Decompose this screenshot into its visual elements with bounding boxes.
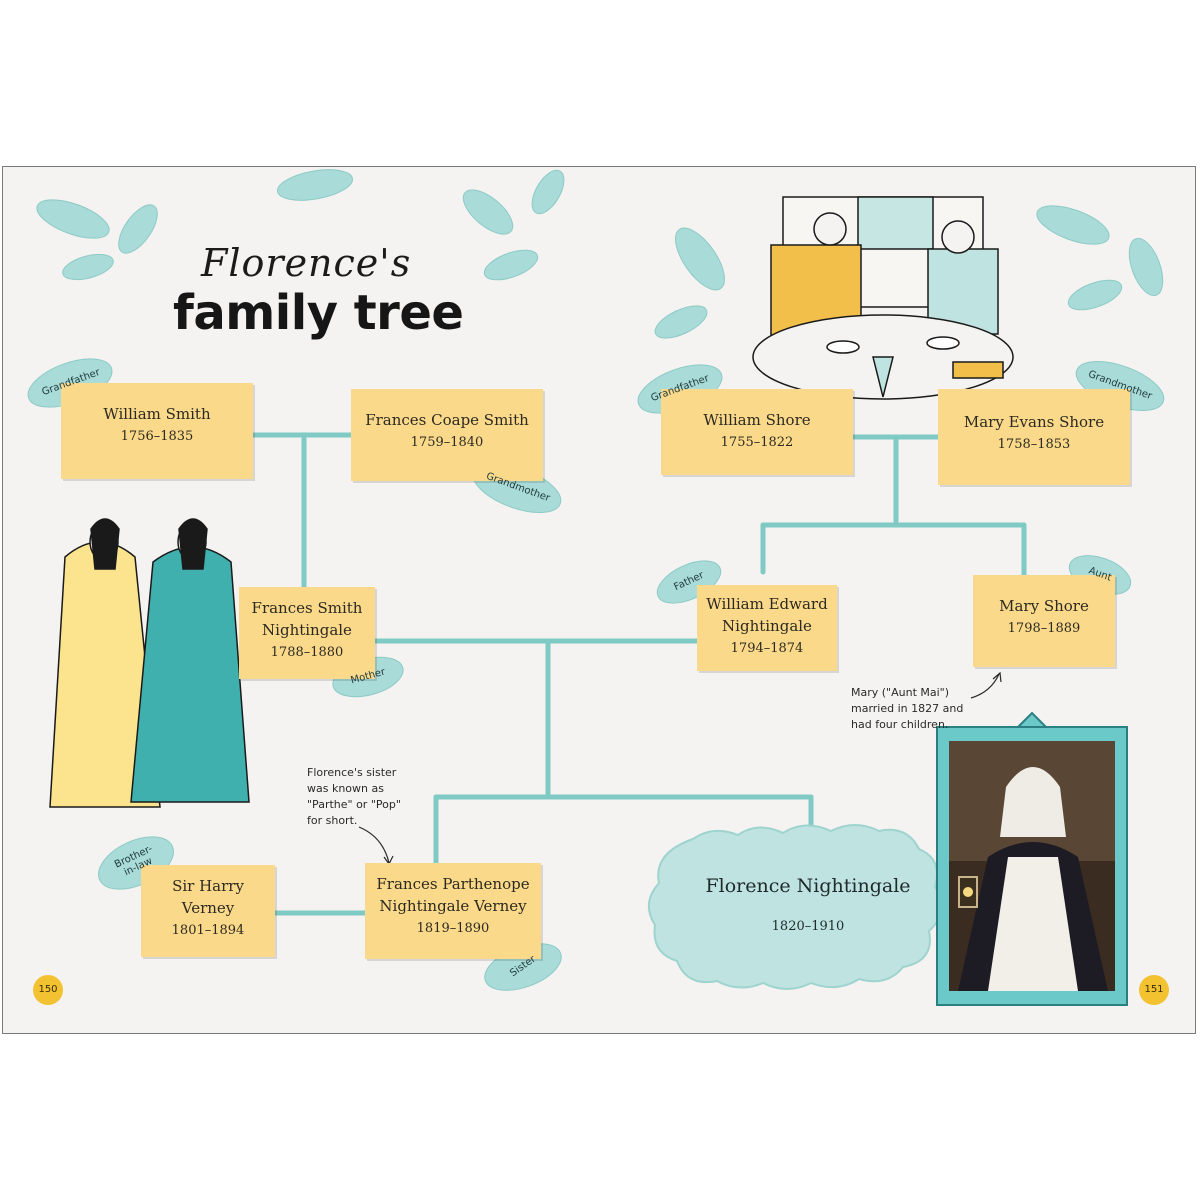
note-line: was known as	[307, 782, 384, 795]
leaf-decoration	[1036, 205, 1110, 245]
leaf-decoration	[36, 199, 110, 239]
dining-illustration	[752, 196, 1014, 400]
person-dates: 1801–1894	[171, 923, 245, 938]
person-name-line-1: Sir Harry	[172, 877, 244, 895]
person-dates: 1819–1890	[416, 921, 490, 936]
leaf-decoration	[62, 253, 114, 281]
person-dates: 1758–1853	[997, 437, 1071, 452]
person-parthenope: Frances Parthenope Nightingale Verney 18…	[365, 863, 541, 959]
leaf-decoration	[654, 305, 708, 339]
leaf-decoration	[483, 249, 539, 281]
person-mary-evans-shore: Mary Evans Shore 1758–1853	[938, 389, 1130, 485]
leaf-decoration	[1128, 237, 1164, 297]
leaf-decoration	[462, 189, 514, 235]
person-name: Frances Coape Smith	[365, 411, 529, 429]
person-name-line-2: Verney	[181, 899, 235, 917]
leaf-decoration	[1067, 279, 1123, 311]
note-sister: Florence's sister was known as "Parthe" …	[307, 765, 401, 829]
person-frances-coape-smith: Frances Coape Smith 1759–1840	[351, 389, 543, 481]
leaf-decoration	[675, 227, 725, 291]
person-william-smith: William Smith 1756–1835	[61, 383, 253, 479]
person-name-line-1: Frances Smith	[251, 599, 363, 617]
person-william-shore: William Shore 1755–1822	[661, 389, 853, 475]
person-harry-verney: Sir Harry Verney 1801–1894	[141, 865, 275, 957]
person-name: William Smith	[103, 405, 211, 423]
person-frances-smith-nightingale: Frances Smith Nightingale 1788–1880	[239, 587, 375, 679]
portrait-frame	[936, 711, 1128, 1006]
note-line: Mary ("Aunt Mai")	[851, 686, 950, 699]
page-number-right: 151	[1139, 975, 1169, 1005]
book-spread: Florence's family tree William Smith 175…	[2, 166, 1196, 1034]
person-name-line-2: Nightingale Verney	[379, 897, 527, 915]
person-name-line-1: William Edward	[706, 595, 828, 613]
note-line: "Parthe" or "Pop"	[307, 798, 401, 811]
person-dates: 1798–1889	[1007, 621, 1081, 636]
title-line-1: Florence's	[201, 241, 412, 285]
person-name: Mary Shore	[999, 597, 1089, 615]
person-dates: 1788–1880	[270, 645, 344, 660]
person-name-line-2: Nightingale	[262, 621, 352, 639]
florence-cloud	[648, 824, 943, 990]
leaf-decoration	[531, 169, 565, 215]
leaf-decoration	[276, 169, 354, 201]
note-line: married in 1827 and	[851, 702, 964, 715]
florence-name: Florence Nightingale	[705, 875, 911, 897]
page-number-left: 150	[33, 975, 63, 1005]
florence-dates: 1820–1910	[771, 919, 845, 934]
note-line: Florence's sister	[307, 766, 397, 779]
note-aunt: Mary ("Aunt Mai") married in 1827 and ha…	[851, 685, 963, 733]
sisters-illustration	[49, 518, 250, 808]
note-line: for short.	[307, 814, 358, 827]
person-dates: 1755–1822	[720, 435, 794, 450]
person-name: Mary Evans Shore	[963, 413, 1105, 431]
person-mary-shore: Mary Shore 1798–1889	[973, 575, 1115, 667]
title-line-2: family tree	[173, 285, 464, 341]
person-name-line-1: Frances Parthenope	[376, 875, 530, 893]
person-name: William Shore	[703, 411, 811, 429]
leaf-decoration	[118, 204, 158, 254]
person-william-edward-nightingale: William Edward Nightingale 1794–1874	[697, 585, 837, 671]
note-line: had four children.	[851, 718, 949, 731]
person-dates: 1794–1874	[730, 641, 804, 656]
person-name-line-2: Nightingale	[722, 617, 812, 635]
person-dates: 1759–1840	[410, 435, 484, 450]
person-dates: 1756–1835	[120, 429, 194, 444]
